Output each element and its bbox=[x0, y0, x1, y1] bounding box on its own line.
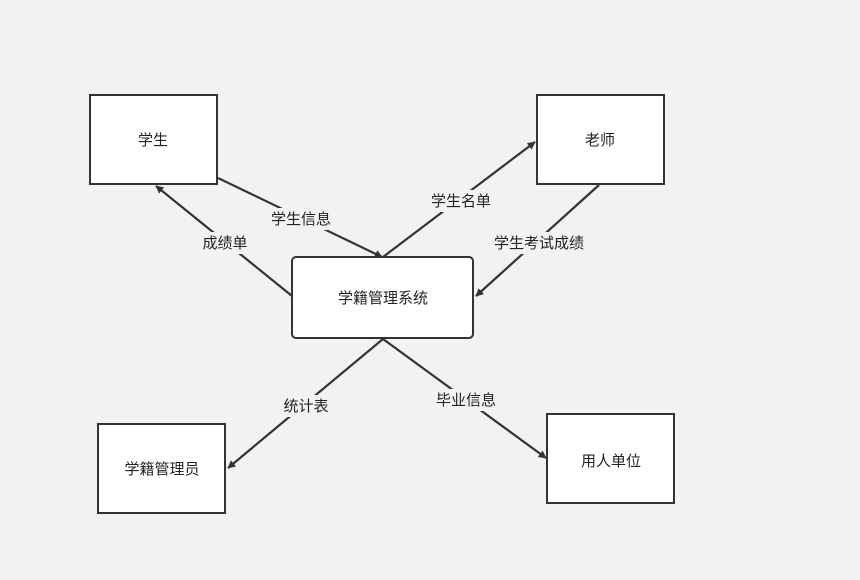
node-employer-label: 用人单位 bbox=[581, 452, 641, 470]
edge-student-list: 学生名单 bbox=[382, 141, 536, 258]
node-system: 学籍管理系统 bbox=[291, 256, 474, 339]
node-student-label: 学生 bbox=[138, 131, 168, 149]
edge-report-card-label: 成绩单 bbox=[202, 234, 247, 252]
edge-graduation-info: 毕业信息 bbox=[382, 338, 547, 459]
node-teacher-label: 老师 bbox=[585, 131, 615, 149]
node-system-box bbox=[291, 256, 474, 339]
edge-statistics-label: 统计表 bbox=[283, 397, 328, 415]
edge-exam-scores-label: 学生考试成绩 bbox=[494, 234, 584, 252]
node-admin: 学籍管理员 bbox=[97, 423, 226, 514]
node-system-label: 学籍管理系统 bbox=[338, 289, 428, 307]
node-admin-box bbox=[97, 423, 226, 514]
edge-exam-scores: 学生考试成绩 bbox=[475, 184, 600, 297]
edge-statistics: 统计表 bbox=[227, 338, 384, 469]
edge-student-list-label: 学生名单 bbox=[431, 192, 491, 210]
node-employer-box bbox=[546, 413, 675, 504]
edge-student-info: 学生信息 bbox=[217, 177, 383, 258]
edge-graduation-info-label: 毕业信息 bbox=[436, 391, 496, 409]
node-admin-label: 学籍管理员 bbox=[124, 460, 199, 478]
edge-report-card: 成绩单 bbox=[155, 185, 293, 297]
node-employer: 用人单位 bbox=[546, 413, 675, 504]
node-teacher: 老师 bbox=[536, 94, 665, 185]
edge-student-info-label: 学生信息 bbox=[271, 210, 331, 228]
node-student: 学生 bbox=[89, 94, 218, 185]
node-student-box bbox=[89, 94, 218, 185]
node-teacher-box bbox=[536, 94, 665, 185]
